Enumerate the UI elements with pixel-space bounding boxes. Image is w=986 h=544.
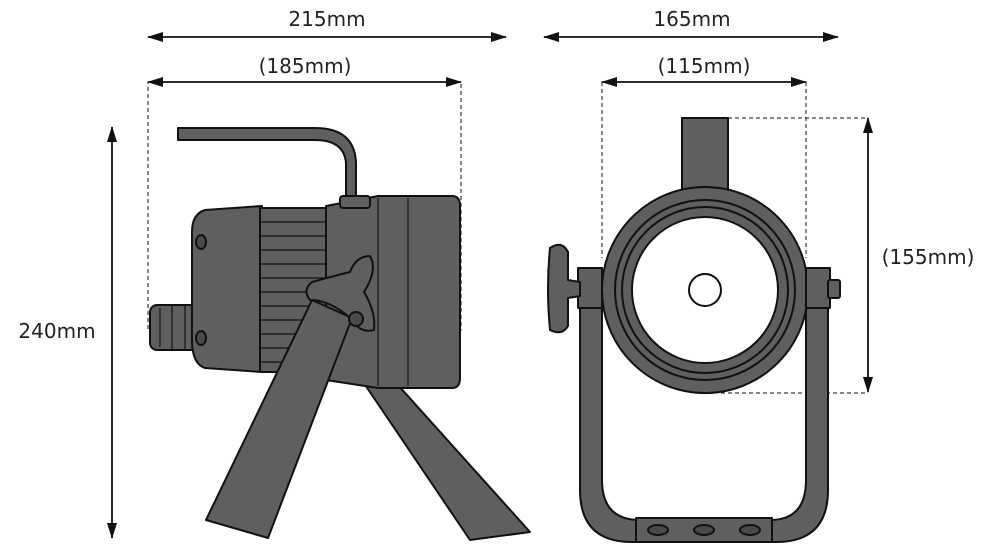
- front-handle-stub: [681, 117, 729, 199]
- front-lens-center: [688, 273, 722, 307]
- cable-gland: [149, 304, 199, 351]
- front-view-spotlight: [547, 117, 841, 543]
- label-side-width: 215mm: [288, 7, 365, 31]
- handle-bracket: [339, 195, 371, 209]
- front-wing-knob: [547, 243, 581, 334]
- side-view-spotlight: [149, 127, 531, 541]
- label-total-height: 240mm: [18, 319, 95, 343]
- label-front-inner-width: (115mm): [658, 54, 751, 78]
- label-front-inner-height: (155mm): [882, 245, 975, 269]
- side-leg-front: [205, 299, 353, 539]
- rear-cap: [191, 205, 263, 373]
- front-housing: [325, 195, 461, 389]
- handle: [177, 127, 357, 201]
- right-pivot-nut: [827, 279, 841, 299]
- label-front-width: 165mm: [653, 7, 730, 31]
- dimension-labels: 215mm (185mm) 165mm (115mm) 240mm (155mm…: [18, 7, 974, 343]
- label-side-inner-width: (185mm): [259, 54, 352, 78]
- base-slots: [647, 524, 761, 536]
